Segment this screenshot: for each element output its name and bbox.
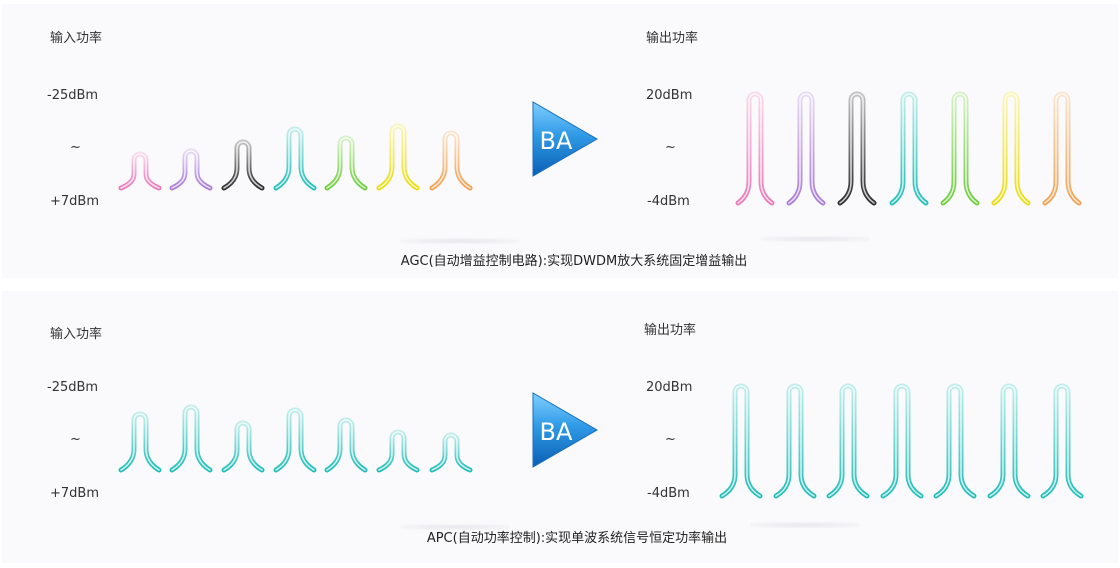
agc-output-min-label: -4dBm <box>647 194 690 209</box>
apc-input-power-title: 输入功率 <box>50 327 103 342</box>
agc-input-channel-peak-highlight <box>171 150 211 189</box>
apc-input-channel-peak <box>273 407 317 473</box>
agc-output-power-title: 输出功率 <box>646 31 699 46</box>
agc-input-power-title: 输入功率 <box>50 31 103 46</box>
faint-smudge <box>760 236 870 242</box>
apc-output-tilde: ~ <box>665 432 676 447</box>
apc-input-channel-peak-highlight <box>431 434 471 471</box>
agc-input-channel-peak-highlight <box>326 137 366 189</box>
agc-input-channel-peak <box>429 130 473 191</box>
faint-smudge <box>400 524 510 530</box>
apc-output-channel-peak-highlight <box>882 385 922 497</box>
agc-output-channel-peak-highlight <box>891 93 927 204</box>
apc-output-power-title: 输出功率 <box>644 323 697 338</box>
apc-input-channel-peak-highlight <box>223 422 263 471</box>
agc-output-channel-peak-highlight <box>737 93 773 204</box>
agc-output-channel-peak-highlight <box>993 93 1029 204</box>
apc-amplifier-label: BA <box>540 418 573 446</box>
apc-input-channel-peak <box>118 411 162 473</box>
agc-output-channel-peak <box>889 91 929 206</box>
agc-amplifier-label: BA <box>540 127 573 155</box>
agc-input-tilde: ~ <box>70 140 81 155</box>
apc-input-channel-peak-highlight <box>171 406 211 471</box>
apc-output-min-label: -4dBm <box>647 486 690 501</box>
apc-input-channel-peak <box>429 432 473 473</box>
apc-input-channel-peak-highlight <box>326 419 366 471</box>
apc-input-channel-peak <box>376 429 420 473</box>
agc-output-channel-peak <box>991 91 1031 206</box>
apc-output-channel-peak-highlight <box>1042 385 1082 497</box>
apc-input-channel-peak-highlight <box>378 431 418 471</box>
agc-input-min-label: +7dBm <box>50 194 99 209</box>
agc-output-channel-peak <box>837 91 877 206</box>
agc-output-channel-peak-highlight <box>788 93 824 204</box>
agc-output-max-label: 20dBm <box>646 88 693 103</box>
apc-output-channel-peak <box>773 383 817 499</box>
agc-input-channel-peak <box>221 139 265 191</box>
agc-input-channel-peak-highlight <box>120 153 160 189</box>
faint-smudge <box>400 238 520 244</box>
agc-input-channel-peak <box>118 151 162 191</box>
apc-input-channel-peak-highlight <box>120 413 160 471</box>
apc-amplifier-triangle: BA <box>532 392 598 468</box>
agc-input-channel-peak-highlight <box>223 141 263 189</box>
apc-output-channel-peak <box>719 383 763 499</box>
apc-output-channel-peak-highlight <box>935 385 975 497</box>
agc-input-channel-peak-highlight <box>275 128 315 189</box>
agc-input-max-label: -25dBm <box>47 88 99 103</box>
apc-output-channel-peak <box>880 383 924 499</box>
agc-caption: AGC(自动增益控制电路):实现DWDM放大系统固定增益输出 <box>400 254 748 269</box>
agc-output-tilde: ~ <box>665 140 676 155</box>
apc-input-channel-peak-highlight <box>275 409 315 471</box>
apc-output-max-label: 20dBm <box>646 380 693 395</box>
agc-output-channel-peak <box>735 91 775 206</box>
apc-output-channel-peak <box>933 383 977 499</box>
apc-output-channel-peak <box>987 383 1031 499</box>
agc-output-channel-peak <box>940 91 980 206</box>
agc-amplifier-triangle: BA <box>532 101 598 177</box>
apc-caption: APC(自动功率控制):实现单波系统信号恒定功率输出 <box>426 531 728 546</box>
apc-output-channel-peak <box>1040 383 1084 499</box>
apc-input-channel-peak <box>169 404 213 473</box>
apc-output-channel-peak-highlight <box>989 385 1029 497</box>
apc-output-channel-peak-highlight <box>775 385 815 497</box>
apc-output-channel-peak <box>826 383 870 499</box>
agc-input-channel-peak-highlight <box>378 125 418 189</box>
agc-output-channel-peak <box>786 91 826 206</box>
agc-input-channel-peak <box>273 126 317 191</box>
agc-output-channel-peak-highlight <box>1044 93 1080 204</box>
agc-input-channel-peak <box>324 135 368 191</box>
agc-input-channel-peak <box>169 148 213 191</box>
apc-input-tilde: ~ <box>70 432 81 447</box>
agc-output-channel-peak <box>1042 91 1082 206</box>
apc-input-min-label: +7dBm <box>50 486 99 501</box>
faint-smudge <box>750 522 860 528</box>
agc-input-channel-peak-highlight <box>431 132 471 189</box>
apc-output-channel-peak-highlight <box>828 385 868 497</box>
apc-input-channel-peak <box>324 417 368 473</box>
agc-output-channel-peak-highlight <box>839 93 875 204</box>
agc-input-channel-peak <box>376 123 420 191</box>
apc-output-channel-peak-highlight <box>721 385 761 497</box>
agc-output-channel-peak-highlight <box>942 93 978 204</box>
apc-input-channel-peak <box>221 420 265 473</box>
apc-input-max-label: -25dBm <box>47 380 99 395</box>
